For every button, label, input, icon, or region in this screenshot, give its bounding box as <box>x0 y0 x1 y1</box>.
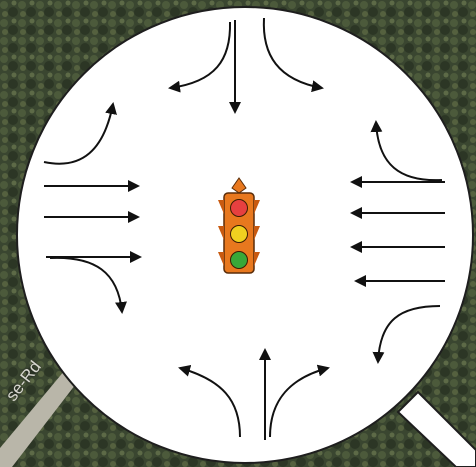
green-lamp <box>231 252 248 269</box>
yellow-lamp <box>231 226 248 243</box>
red-lamp <box>231 200 248 217</box>
